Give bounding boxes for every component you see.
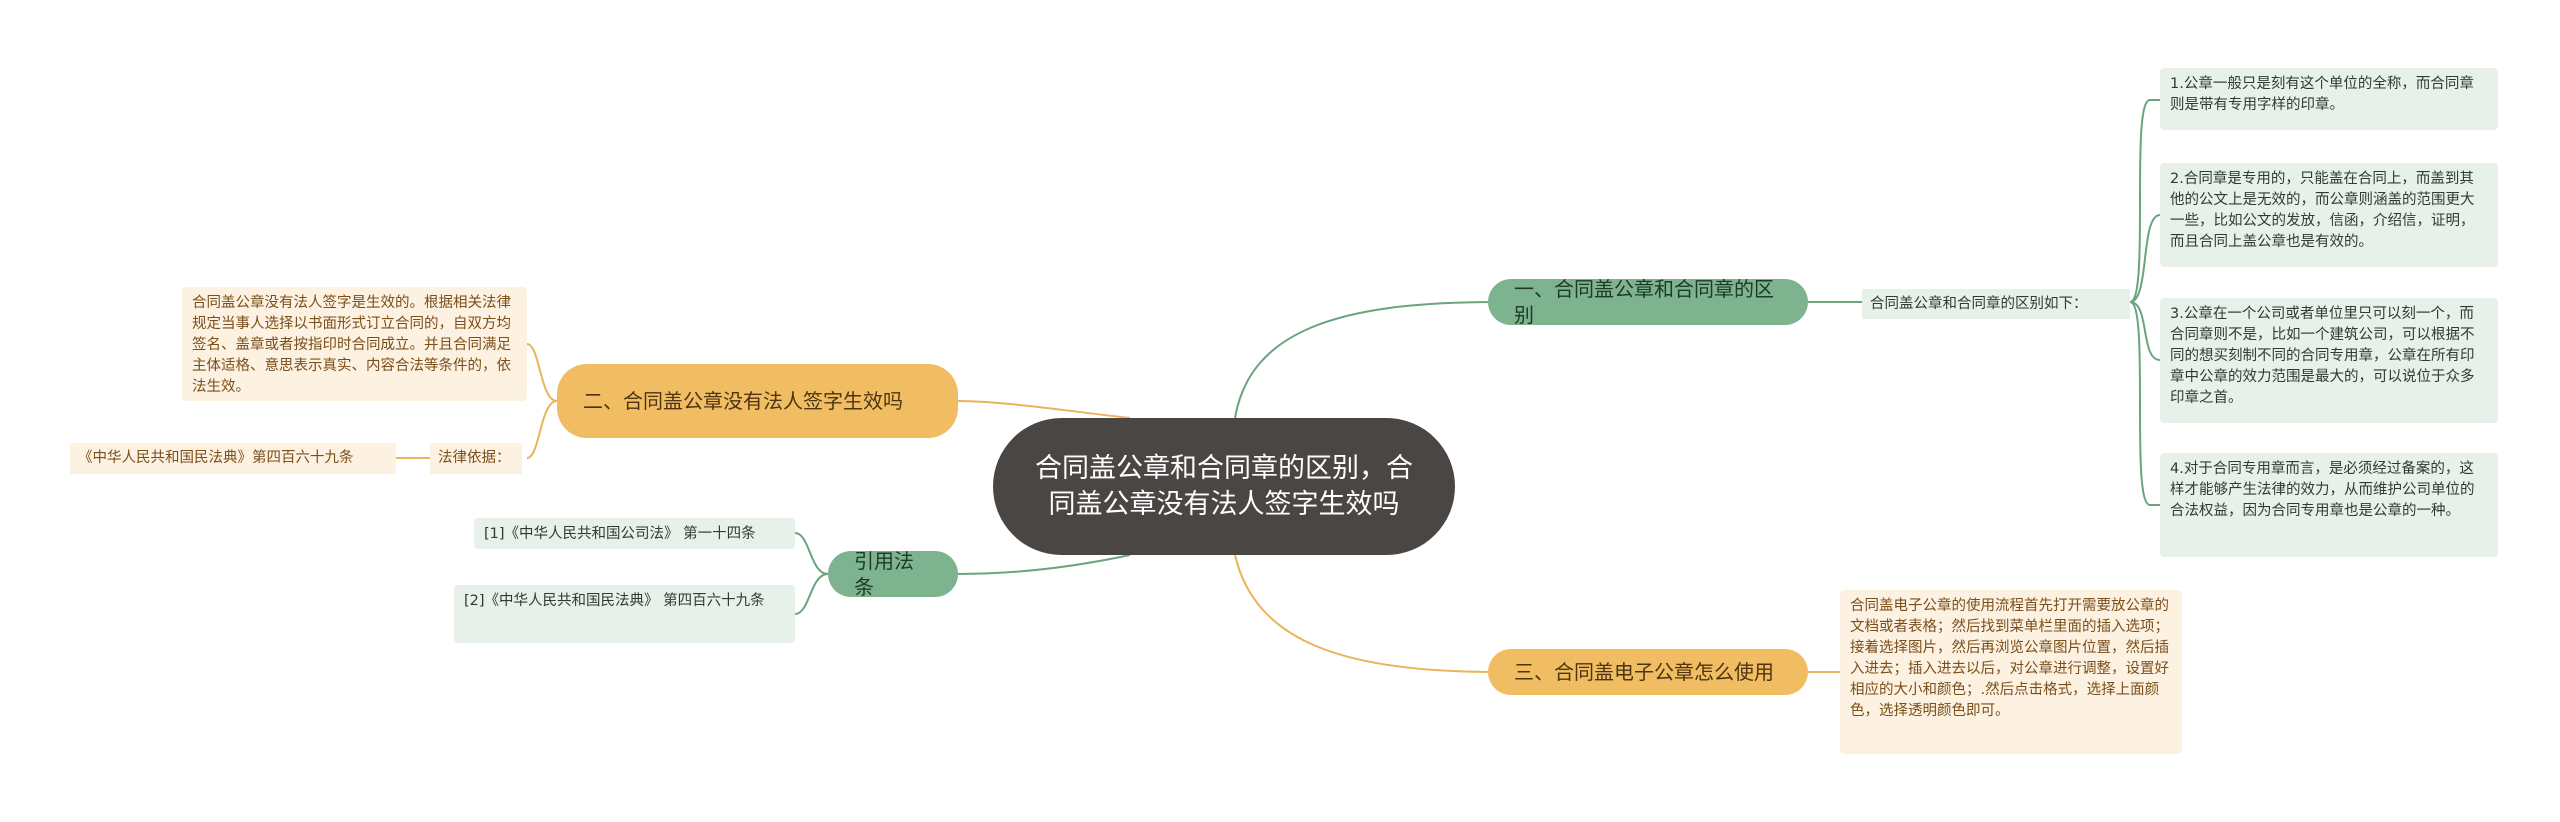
central-topic[interactable]: 合同盖公章和合同章的区别，合同盖公章没有法人签字生效吗: [993, 418, 1455, 555]
link-center-branch2: [957, 400, 1131, 419]
difference-item-3[interactable]: 3.公章在一个公司或者单位里只可以刻一个，而合同章则不是，比如一个建筑公司，可以…: [2160, 298, 2498, 423]
legal-basis-label[interactable]: 法律依据：: [430, 443, 522, 474]
link-center-branch1: [1234, 301, 1496, 419]
branch-difference[interactable]: 一、合同盖公章和合同章的区别: [1488, 277, 1808, 327]
legal-basis-citation[interactable]: 《中华人民共和国民法典》第四百六十九条: [70, 443, 396, 474]
link-intro-items: [2129, 99, 2161, 506]
branch-no-signature-title: 二、合同盖公章没有法人签字生效吗: [583, 389, 903, 413]
branch-no-signature[interactable]: 二、合同盖公章没有法人签字生效吗: [557, 364, 958, 438]
electronic-seal-content[interactable]: 合同盖电子公章的使用流程首先打开需要放公章的文档或者表格；然后找到菜单栏里面的插…: [1840, 590, 2182, 754]
difference-item-4[interactable]: 4.对于合同专用章而言，是必须经过备案的，这样才能够产生法律的效力，从而维护公司…: [2160, 453, 2498, 557]
branch-difference-title: 一、合同盖公章和合同章的区别: [1514, 277, 1774, 327]
difference-item-1[interactable]: 1.公章一般只是刻有这个单位的全称，而合同章则是带有专用字样的印章。: [2160, 68, 2498, 130]
branch-electronic-seal[interactable]: 三、合同盖电子公章怎么使用: [1488, 649, 1808, 695]
branch-electronic-seal-title: 三、合同盖电子公章怎么使用: [1514, 660, 1774, 684]
link-center-branch3: [1234, 554, 1496, 673]
link-branch2-children: [526, 343, 558, 459]
branch-cited-laws-title: 引用法条: [854, 549, 914, 599]
branch-cited-laws[interactable]: 引用法条: [828, 549, 958, 599]
cited-law-1[interactable]: [1]《中华人民共和国公司法》 第一十四条: [474, 518, 795, 549]
link-branch4-children: [794, 532, 829, 615]
no-signature-content[interactable]: 合同盖公章没有法人签字是生效的。根据相关法律规定当事人选择以书面形式订立合同的，…: [182, 287, 527, 401]
link-center-branch4: [957, 554, 1131, 575]
cited-law-2[interactable]: [2]《中华人民共和国民法典》 第四百六十九条: [454, 585, 795, 643]
difference-item-2[interactable]: 2.合同章是专用的，只能盖在合同上，而盖到其他的公文上是无效的，而公章则涵盖的范…: [2160, 163, 2498, 267]
central-topic-text: 合同盖公章和合同章的区别，合同盖公章没有法人签字生效吗: [1035, 452, 1413, 520]
difference-intro[interactable]: 合同盖公章和合同章的区别如下：: [1862, 289, 2130, 319]
